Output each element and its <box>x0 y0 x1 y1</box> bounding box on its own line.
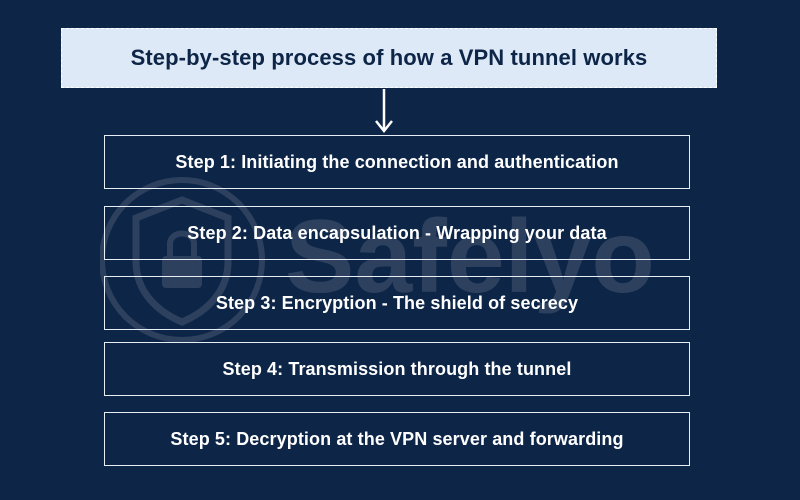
step-box-1: Step 1: Initiating the connection and au… <box>104 135 690 189</box>
diagram-title: Step-by-step process of how a VPN tunnel… <box>130 45 648 70</box>
step-label: Step 5: Decryption at the VPN server and… <box>170 428 624 449</box>
step-label: Step 3: Encryption - The shield of secre… <box>215 292 579 313</box>
step-label: Step 4: Transmission through the tunnel <box>222 358 572 379</box>
step-box-2: Step 2: Data encapsulation - Wrapping yo… <box>104 206 690 260</box>
arrow-down-icon <box>375 89 393 134</box>
step-label: Step 1: Initiating the connection and au… <box>175 151 619 172</box>
step-label: Step 2: Data encapsulation - Wrapping yo… <box>187 222 607 243</box>
step-box-3: Step 3: Encryption - The shield of secre… <box>104 276 690 330</box>
title-box: Step-by-step process of how a VPN tunnel… <box>61 28 717 88</box>
step-box-4: Step 4: Transmission through the tunnel <box>104 342 690 396</box>
step-box-5: Step 5: Decryption at the VPN server and… <box>104 412 690 466</box>
